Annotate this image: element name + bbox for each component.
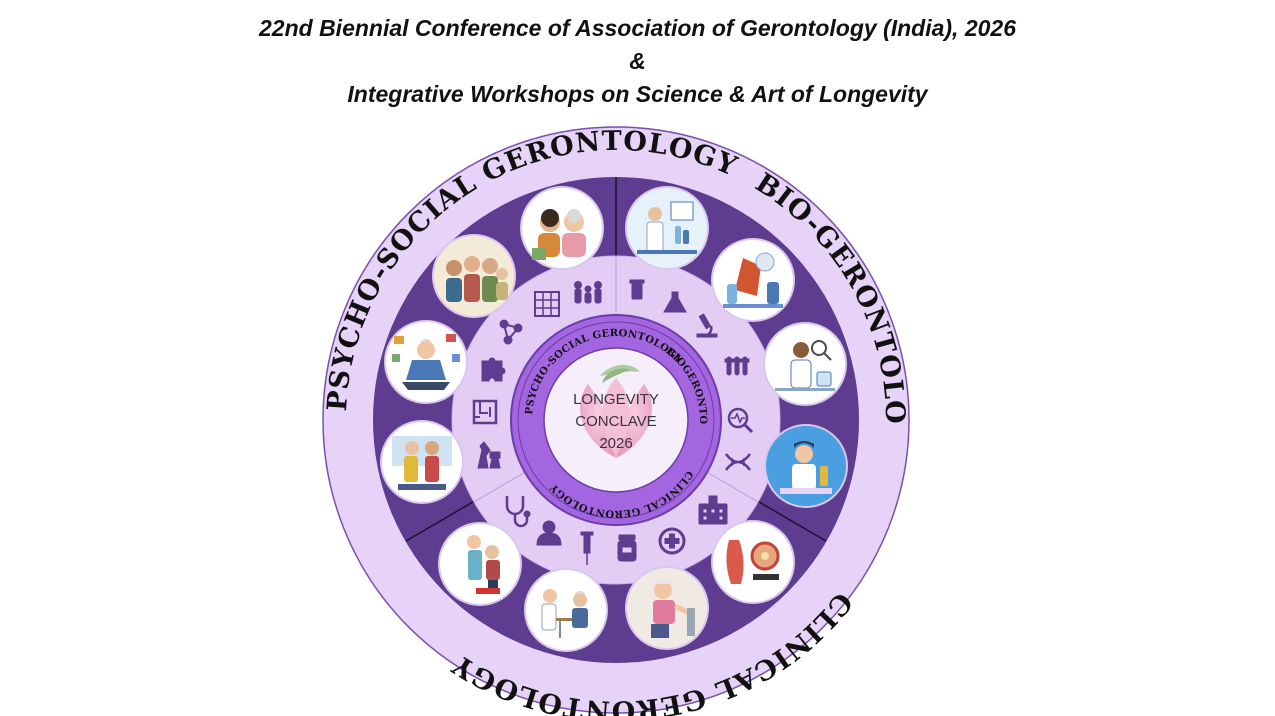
scientist-analysis-illustration	[763, 322, 847, 406]
center-line-1: LONGEVITY	[573, 391, 659, 408]
workshop-title: Integrative Workshops on Science & Art o…	[347, 81, 928, 107]
inner-ring-edge	[517, 321, 715, 519]
dna-icon	[725, 453, 751, 471]
chess-icon	[477, 441, 501, 469]
chemistry-beaker-icon	[629, 279, 645, 300]
family-icon	[574, 281, 602, 304]
researcher-illustration	[764, 424, 848, 508]
caregiver-illustration	[438, 522, 522, 606]
elderly-couple-illustration	[520, 186, 604, 270]
puzzle-icon	[481, 357, 506, 382]
elderly-exercise-photo	[625, 566, 709, 650]
sarcopenia-diagram	[711, 520, 795, 604]
icon-divider-left	[473, 470, 528, 503]
flask-icon	[663, 291, 687, 313]
hospital-icon	[698, 495, 728, 525]
microscope-icon	[696, 313, 718, 338]
conference-title: 22nd Biennial Conference of Association …	[259, 15, 1016, 41]
meditating-elder-illustration	[384, 320, 468, 404]
lab-research-illustration	[711, 238, 795, 322]
pill-bottle-icon	[617, 534, 637, 562]
syringe-icon	[580, 531, 594, 565]
center-line-3: 2026	[599, 435, 632, 452]
divider-right	[753, 498, 827, 542]
tictactoe-icon	[534, 291, 560, 317]
maze-icon	[472, 399, 498, 425]
lab-scientist-illustration	[625, 186, 709, 270]
divider-left	[405, 498, 479, 542]
longevity-logo-icon	[580, 364, 652, 458]
stethoscope-icon	[505, 496, 531, 528]
magnifier-pulse-icon	[727, 407, 754, 434]
elderly-walkers-illustration	[380, 420, 464, 504]
elderly-group-photo	[432, 234, 516, 318]
doctor-icon	[536, 520, 562, 546]
center-line-2: CONCLAVE	[575, 413, 656, 430]
icon-divider-right	[704, 470, 759, 503]
medical-cross-icon	[658, 527, 686, 555]
test-tubes-icon	[724, 356, 750, 376]
network-icon	[499, 319, 523, 345]
doctor-patient-illustration	[524, 568, 608, 652]
title-ampersand: &	[629, 48, 646, 74]
